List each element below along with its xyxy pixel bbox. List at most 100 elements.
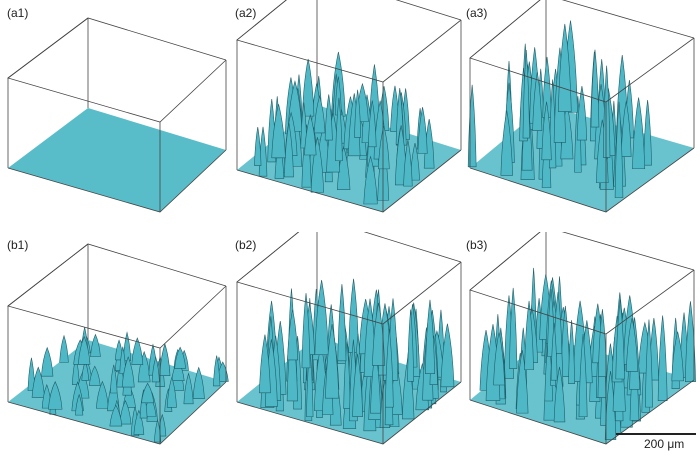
dendrite — [301, 124, 312, 188]
dendrite — [632, 97, 646, 170]
box-edge — [236, 381, 462, 445]
box-b3 — [469, 232, 696, 445]
box-edge — [7, 17, 227, 123]
dendrite — [324, 94, 333, 141]
dendrite — [354, 89, 362, 138]
box-a3 — [467, 0, 695, 213]
panel-a1: (a1) — [0, 0, 233, 231]
dendrite — [467, 84, 477, 168]
dendrite — [684, 301, 696, 382]
dendrite — [314, 280, 329, 355]
dendrite — [59, 334, 69, 363]
dendrite — [192, 366, 205, 399]
dendrite — [524, 300, 534, 371]
dendrite — [522, 49, 530, 139]
dendrite — [440, 323, 455, 388]
dendrite — [425, 299, 435, 374]
box-edge — [236, 0, 462, 83]
scale-bar-line — [616, 433, 696, 435]
box-edge — [7, 243, 227, 307]
dendrite — [47, 381, 63, 410]
dendrite — [532, 71, 543, 131]
dendrite — [121, 356, 135, 388]
dendrite — [89, 365, 101, 386]
dendrite — [550, 322, 558, 381]
box-edge — [7, 243, 227, 349]
box-edge — [469, 0, 695, 103]
box-a1 — [7, 17, 227, 213]
box-edge — [469, 379, 695, 445]
panel-label-b2: (b2) — [235, 238, 257, 252]
box-edge — [469, 232, 695, 335]
dendrite — [417, 107, 428, 154]
box-b2 — [236, 232, 462, 445]
panel-label-b3: (b3) — [466, 238, 488, 252]
dendrite — [254, 127, 262, 166]
panel-b2: (b2) — [233, 232, 466, 463]
dendrite — [493, 332, 505, 386]
dendrite — [259, 334, 271, 394]
dendrite — [509, 287, 518, 369]
panel-label-a3: (a3) — [466, 6, 488, 20]
dendrite — [337, 284, 347, 362]
dendrite — [287, 309, 299, 361]
dendrite — [174, 346, 186, 369]
dendrite — [302, 58, 315, 117]
dendrite — [119, 400, 132, 425]
dendrite — [271, 104, 286, 159]
box-a2 — [236, 0, 462, 213]
dendrite — [310, 137, 325, 193]
dendrite — [166, 376, 177, 408]
scale-bar-label: 200 μm — [644, 437, 685, 451]
dendrite — [602, 65, 611, 158]
dendrite — [615, 299, 625, 380]
dendrite — [131, 337, 144, 366]
dendrite — [372, 302, 385, 366]
dendrite — [671, 331, 684, 382]
box-edge — [469, 0, 695, 59]
panel-a3: (a3) — [466, 0, 699, 231]
box-edge — [236, 232, 462, 283]
box-edge — [236, 149, 462, 213]
dendrite — [304, 113, 317, 156]
box-edge — [7, 149, 227, 213]
dendrite — [301, 293, 311, 369]
dendrite — [576, 86, 588, 141]
dendrite — [377, 125, 390, 170]
dendrite — [159, 343, 171, 376]
dendrite — [31, 366, 45, 398]
dendrite — [500, 110, 513, 176]
box-edge — [469, 232, 695, 291]
dendrite — [141, 382, 155, 404]
dendrite — [625, 318, 639, 372]
box-b1 — [7, 243, 229, 445]
dendrite — [578, 333, 588, 418]
dendrite — [123, 331, 132, 362]
dendrite — [335, 97, 343, 162]
dendrite — [325, 324, 340, 399]
dendrite — [385, 328, 394, 408]
dendrite — [151, 356, 160, 383]
panel-label-a2: (a2) — [235, 6, 257, 20]
dendrite — [645, 319, 653, 408]
box-edge — [236, 0, 462, 41]
dendrite — [348, 93, 361, 157]
dendrite — [133, 409, 145, 435]
dendrite — [568, 320, 575, 384]
dendrite — [368, 100, 377, 148]
dendrite — [403, 140, 413, 187]
box-edge — [7, 17, 227, 79]
dendrite — [78, 335, 91, 365]
dendrite — [213, 355, 221, 387]
structure-base — [8, 108, 226, 212]
dendrite — [407, 309, 414, 382]
dendrite — [614, 101, 624, 198]
dendrite — [553, 366, 566, 423]
dendrite — [154, 418, 162, 443]
dendrite — [183, 372, 194, 405]
dendrite — [590, 49, 600, 128]
panel-a2: (a2) — [233, 0, 466, 231]
box-edge — [469, 147, 695, 213]
box-edge — [7, 381, 227, 445]
panel-b3: (b3) — [466, 232, 699, 463]
